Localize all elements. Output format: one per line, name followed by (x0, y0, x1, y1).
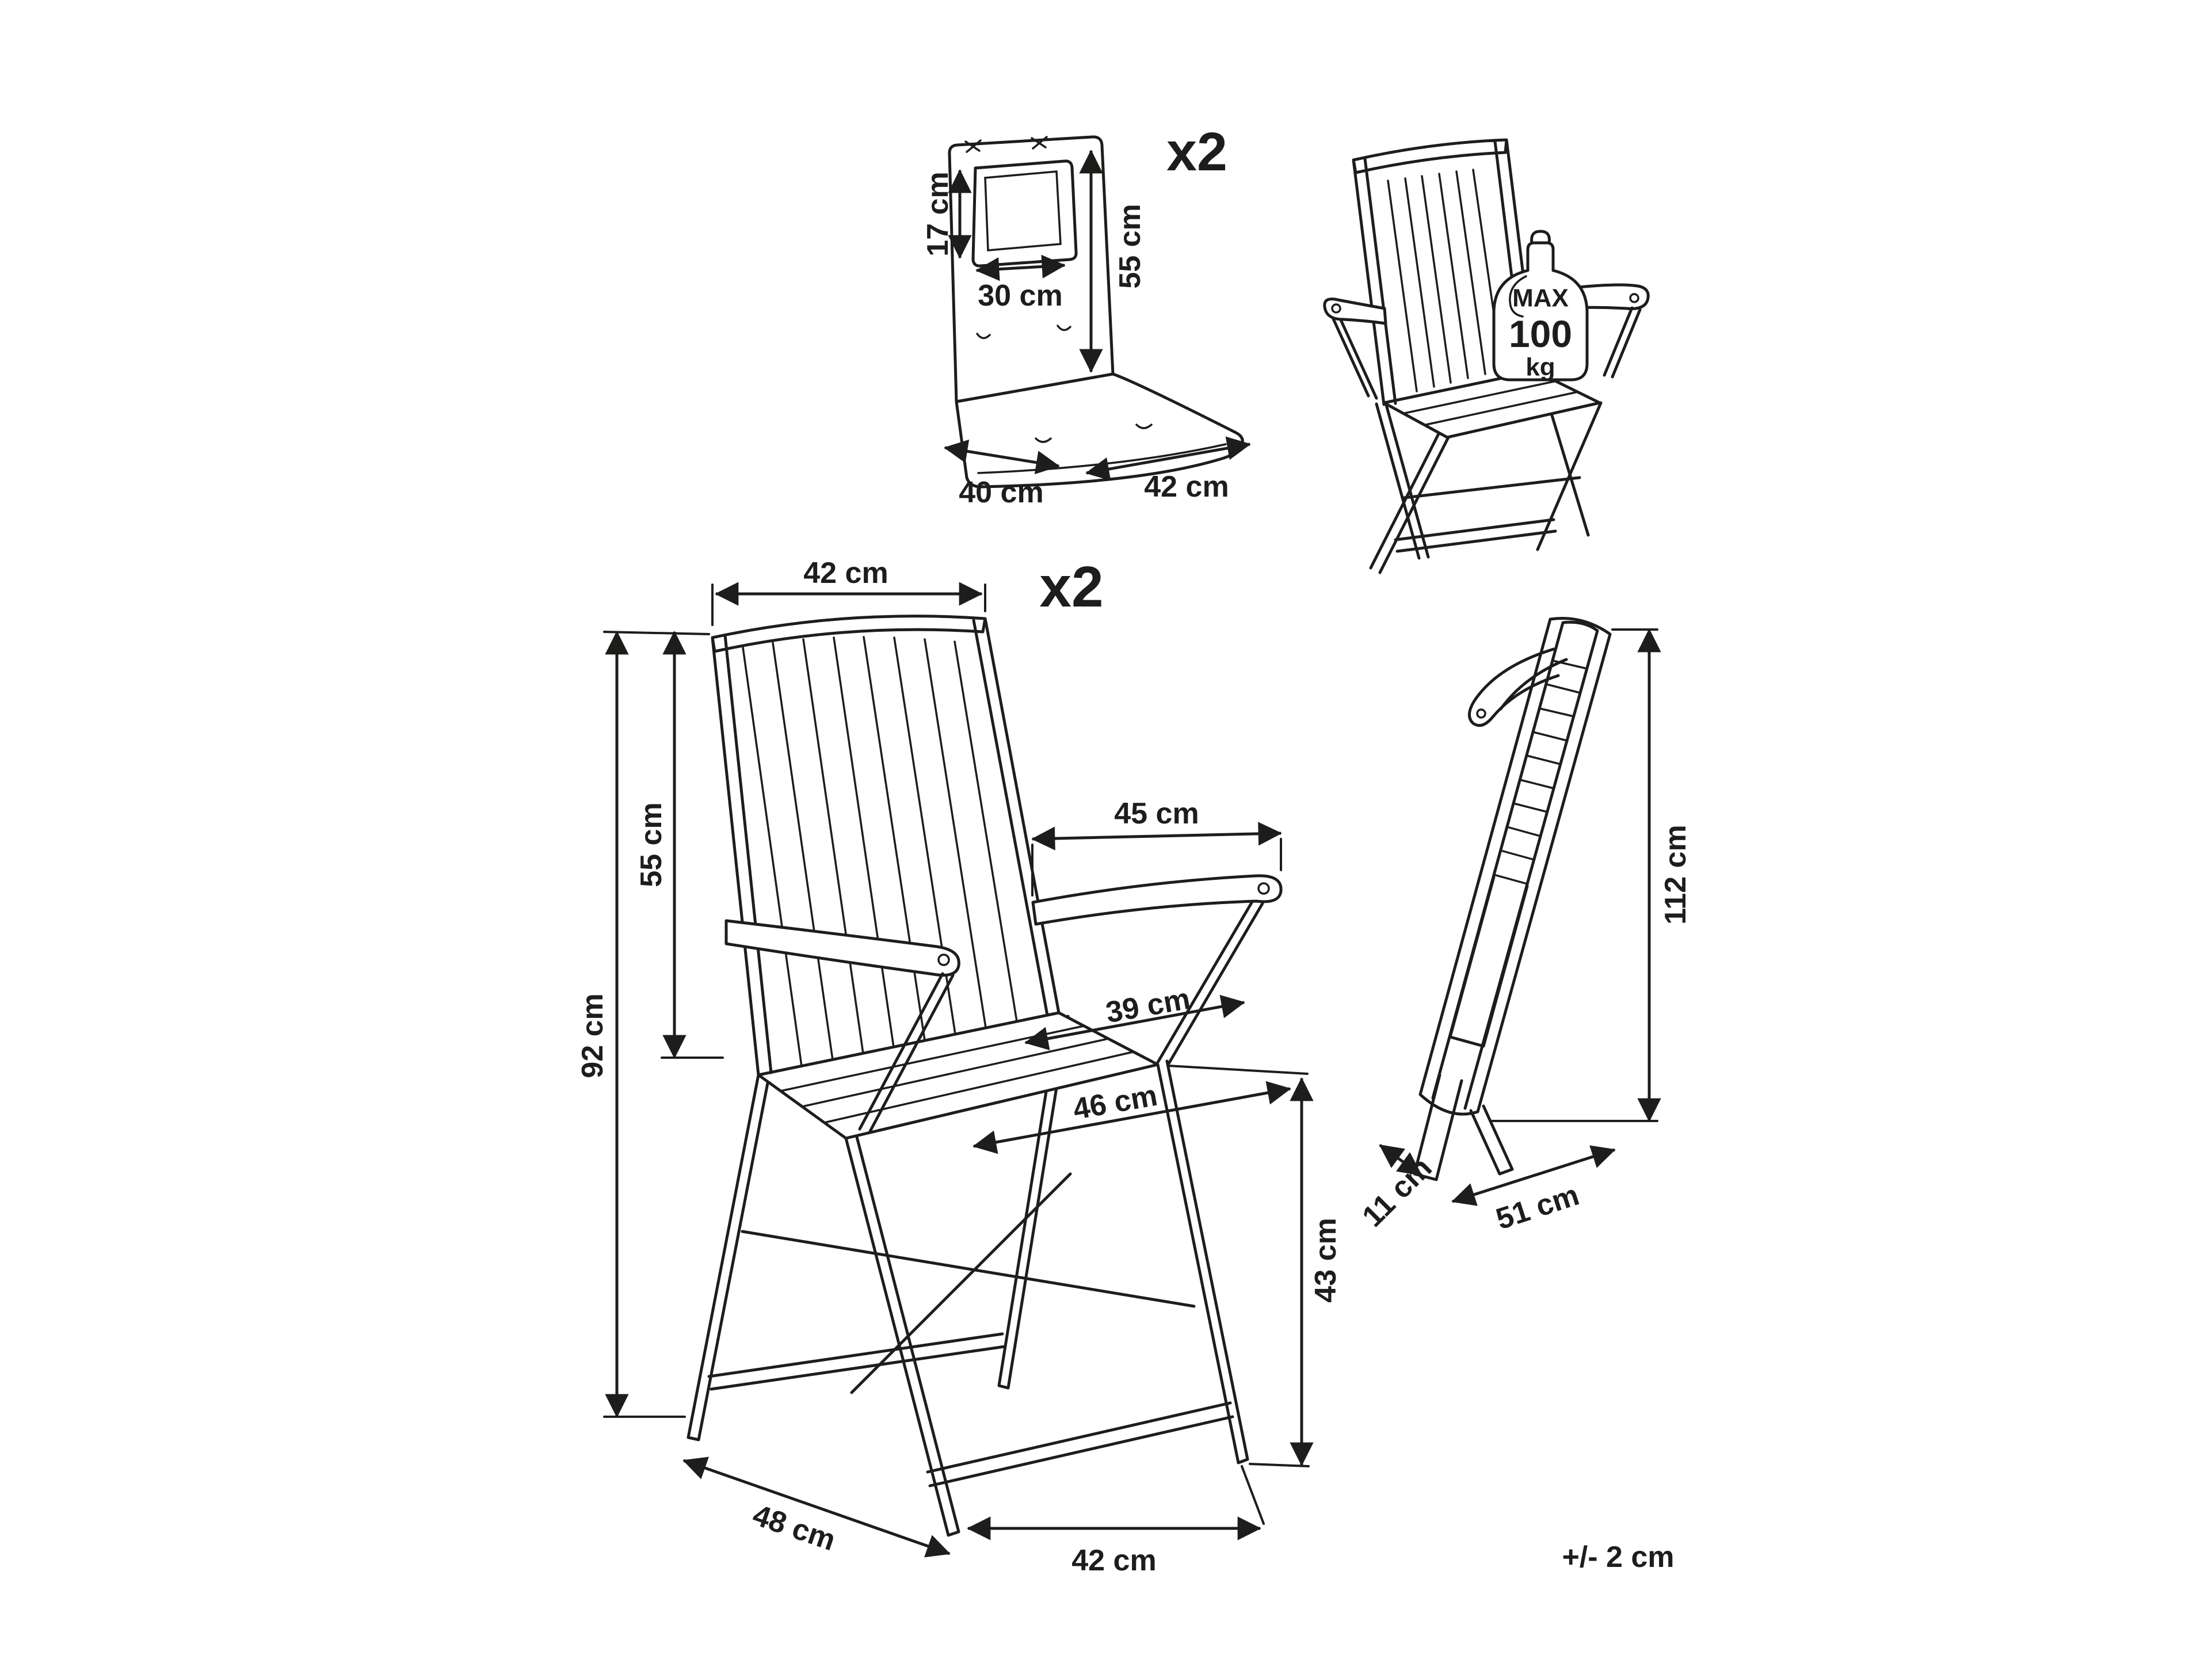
dim-label-seat-height: 43 cm (1309, 1218, 1343, 1302)
dim-label-seat-width: 46 cm (1070, 1079, 1160, 1127)
ext-line-front-width (1241, 1465, 1265, 1525)
dim-arrow-armrest-depth (1031, 822, 1282, 851)
tolerance-note: +/- 2 cm (1562, 1540, 1674, 1574)
folded-legs (1413, 1073, 1514, 1181)
maxchair-screw-right (1629, 293, 1639, 303)
dim-label-folded-height: 112 cm (1659, 825, 1692, 925)
chair-quantity-label: x2 (1039, 555, 1103, 619)
dim-arrow-pillow-width (975, 254, 1066, 281)
folded-rails (1418, 616, 1612, 1116)
dim-arrow-seat-width (972, 1081, 1291, 1154)
folded-slats (1493, 659, 1588, 885)
cushion-ties (964, 136, 1048, 153)
folded-armrest-screw (1476, 708, 1486, 719)
dim-label-folded-width: 51 cm (1492, 1179, 1583, 1237)
maxchair-screw-left (1331, 303, 1341, 314)
dim-label-front-width: 42 cm (1071, 1544, 1156, 1577)
dim-label-cushion-seat-depth: 40 cm (959, 476, 1043, 509)
dim-arrow-cushion-seat-width (1085, 436, 1251, 481)
max-load-value: 100 (1509, 312, 1572, 355)
dim-label-seat-depth: 39 cm (1103, 982, 1192, 1030)
maxchair-back-frame (1352, 138, 1537, 406)
cushion-quantity-label: x2 (1166, 121, 1227, 182)
dim-arrow-base-depth (682, 1456, 951, 1558)
maxchair-back-slats (1387, 169, 1503, 392)
dim-arrow-seat-depth (1024, 994, 1245, 1051)
dim-label-pillow-width: 30 cm (978, 279, 1062, 312)
max-load-jug-handle (1509, 275, 1527, 318)
dim-arrow-cushion-seat-depth (944, 439, 1060, 475)
ext-lines-heights (603, 631, 724, 1418)
maxchair-armrests (1323, 283, 1650, 325)
dim-label-cushion-height: 55 cm (1113, 204, 1147, 288)
maxchair-seat-slats (1404, 380, 1579, 426)
dim-label-pillow-height: 17 cm (921, 171, 955, 256)
chair-braces (707, 1172, 1234, 1488)
dim-label-total-height: 92 cm (576, 993, 609, 1078)
chair-arm-supports (858, 900, 1264, 1133)
chair-screw-left (937, 954, 950, 966)
dim-label-armrest-depth: 45 cm (1114, 797, 1199, 830)
cushion-tufts (976, 325, 1153, 443)
maxchair-arm-supports (1331, 306, 1642, 400)
dim-label-folded-depth: 11 cm (1356, 1151, 1438, 1233)
maxchair-seat (1382, 369, 1601, 439)
dim-label-back-width: 42 cm (803, 556, 888, 590)
chair-back-slats (742, 636, 1018, 1067)
max-load-jug-cap (1530, 230, 1551, 245)
dim-label-base-depth: 48 cm (749, 1498, 840, 1558)
maxchair-legs (1369, 370, 1603, 574)
ext-lines-back-width (711, 583, 986, 626)
cushion-diagram: 17 cm 30 cm 55 cm 40 cm 42 cm x2 (921, 121, 1251, 509)
dim-arrow-folded-depth (1379, 1143, 1422, 1177)
dim-arrow-folded-width (1451, 1145, 1616, 1206)
chair-back-frame (711, 615, 1061, 1077)
dim-label-backrest-height: 55 cm (635, 802, 668, 887)
cushion-pillow-outline (971, 159, 1078, 268)
max-load-jug (1492, 241, 1589, 382)
ext-lines-folded-height (1490, 628, 1658, 1122)
max-load-label: MAX (1512, 284, 1569, 312)
folded-armrest (1468, 647, 1568, 727)
chair-armrests (724, 874, 1283, 977)
folded-chair-diagram: 112 cm 51 cm 11 cm (1356, 616, 1692, 1237)
cushion-pillow-inner (984, 170, 1062, 251)
ext-lines-seat-height (1167, 1065, 1310, 1467)
max-load-chair-diagram: MAX 100 kg (1323, 138, 1650, 574)
dim-label-cushion-seat-width: 42 cm (1144, 470, 1229, 504)
max-load-unit: kg (1525, 353, 1555, 382)
chair-legs (687, 1011, 1249, 1537)
main-chair-diagram: 42 cm x2 55 cm 92 cm 45 cm 39 cm 46 cm 4… (576, 555, 1343, 1577)
folded-seat-panel (1448, 875, 1529, 1048)
chair-screw-right (1257, 882, 1270, 895)
